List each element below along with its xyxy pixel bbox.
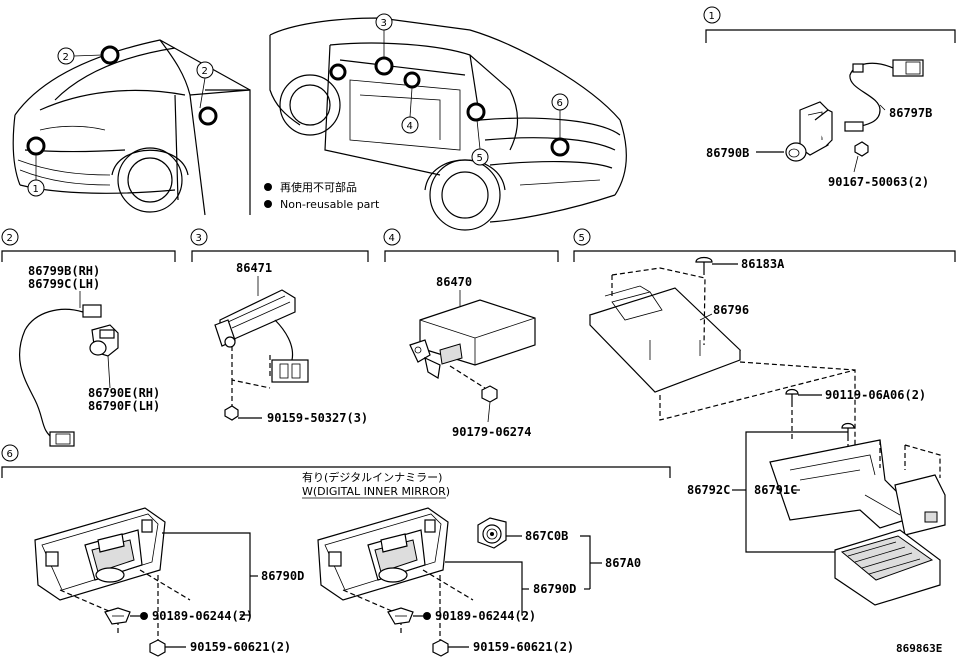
rear-car-illustration [269,17,627,231]
svg-text:6: 6 [7,449,13,460]
part-86471: 86471 [236,261,272,275]
part-86790B: 86790B [706,146,749,160]
overview-marker: 3 [375,13,393,58]
svg-text:3: 3 [196,233,202,244]
part-90159-60621-left: 90159-60621(2) [190,640,291,654]
svg-text:4: 4 [389,233,395,244]
part-86790F-LH: 86790F(LH) [88,399,160,413]
overview-marker: 1 [27,154,45,197]
overview-marker: 6 [551,93,569,139]
part-86799C-LH: 86799C(LH) [28,277,100,291]
part-90167-50063: 90167-50063(2) [828,175,929,189]
svg-text:1: 1 [33,184,39,195]
part-86183A: 86183A [741,257,785,271]
part-867C0B: 867C0B [525,529,568,543]
part-90159-60621-right: 90159-60621(2) [473,640,574,654]
part-86792C: 86792C [687,483,730,497]
svg-text:2: 2 [202,66,208,77]
section-3: 3 86471 90159-50327(3) [190,228,369,425]
legend: 再使用不可部品 Non-reusable part [264,180,380,211]
front-car-illustration [12,39,251,216]
svg-text:6: 6 [557,98,563,109]
part-86797B: 86797B [889,106,932,120]
section-1: 1 86797B 86790B 90167-50063(2) [703,6,956,189]
part-86470: 86470 [436,275,472,289]
overview-marker: 5 [471,119,489,166]
svg-text:3: 3 [381,18,387,29]
section-2: 2 86799B(RH) 86799C(LH) 86790E(RH) 86790… [1,228,176,447]
part-90119-06A06: 90119-06A06(2) [825,388,926,402]
part-86796: 86796 [713,303,749,317]
figure-id: 869863E [896,642,942,655]
part-90189-06244-right: 90189-06244(2) [435,609,536,623]
section-6: 6 有り(デジタルインナミラー) W(DIGITAL INNER MIRROR)… [1,444,671,657]
overview-marker: 4 [401,87,419,134]
part-86790D-right: 86790D [533,582,576,596]
overview-marker: 2 [196,61,214,109]
svg-text:2: 2 [7,233,13,244]
part-86790D-left: 86790D [261,569,304,583]
variant-jp: 有り(デジタルインナミラー) [302,470,442,484]
note-jp: 再使用不可部品 [280,180,357,194]
svg-text:2: 2 [63,52,69,63]
svg-text:5: 5 [579,233,585,244]
svg-text:5: 5 [477,153,483,164]
part-86790E-RH: 86790E(RH) [88,386,160,400]
section-4: 4 86470 90179-06274 [383,228,559,439]
part-90159-50327: 90159-50327(3) [267,411,368,425]
svg-text:4: 4 [407,121,413,132]
part-90179-06274: 90179-06274 [452,425,531,439]
section-5: 5 86183A 86796 90119-06A06(2) [573,228,956,606]
variant-en: W(DIGITAL INNER MIRROR) [302,485,450,498]
part-86799B-RH: 86799B(RH) [28,264,100,278]
part-867A0: 867A0 [605,556,641,570]
note-en: Non-reusable part [280,198,380,211]
overview-marker: 2 [57,47,103,65]
part-86791C: 86791C [754,483,797,497]
part-90189-06244-left: 90189-06244(2) [152,609,253,623]
svg-text:1: 1 [709,11,715,22]
